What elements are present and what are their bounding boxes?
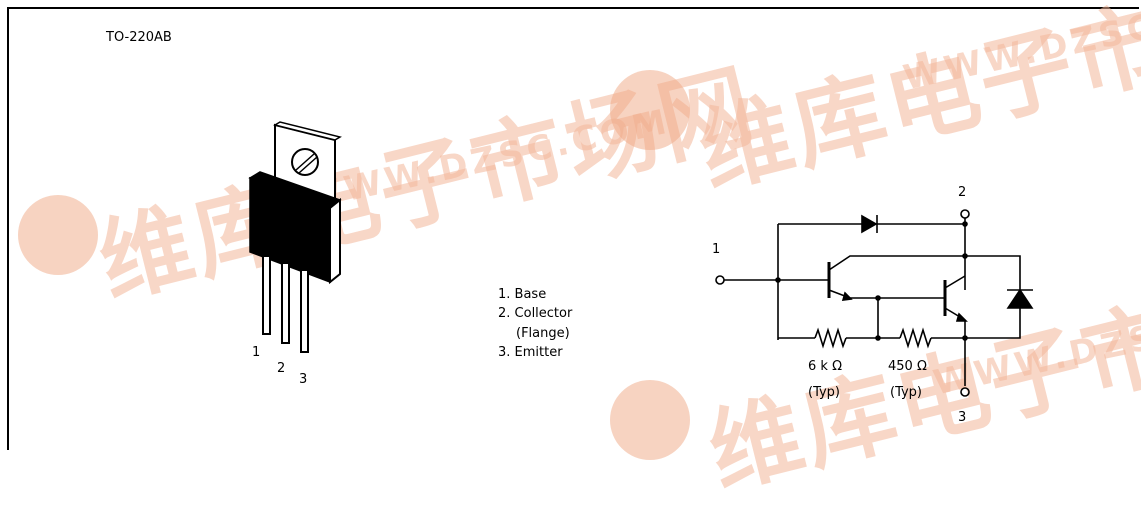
package-pin-number: 2 xyxy=(277,361,285,376)
pin-list-item: 3. Emitter xyxy=(498,345,563,360)
package-pin-number: 3 xyxy=(299,372,307,387)
r1-symbol xyxy=(814,327,847,349)
base-node-label: 1 xyxy=(712,242,720,257)
emitter-node-label: 3 xyxy=(958,410,966,425)
base-terminal xyxy=(715,275,725,285)
r2-symbol xyxy=(899,327,932,349)
pin-list-item: (Flange) xyxy=(516,326,570,341)
to220-package-drawing xyxy=(248,121,342,353)
collector-terminal xyxy=(960,209,970,219)
package-label: TO-220AB xyxy=(106,30,172,45)
r2-value-label: 450 Ω xyxy=(888,359,927,374)
package-lead xyxy=(281,262,290,344)
freewheel-diode-symbol xyxy=(1006,288,1034,309)
diode-symbol xyxy=(861,214,878,234)
diagram-canvas: 1 2 3 xyxy=(248,121,1034,425)
pin-list-item: 1. Base xyxy=(498,287,547,302)
r2-note-label: (Typ) xyxy=(890,385,922,400)
package-pin-number: 1 xyxy=(252,345,260,360)
package-lead xyxy=(262,255,271,335)
mounting-hole xyxy=(291,148,319,176)
emitter-terminal xyxy=(960,387,970,397)
diagram-frame xyxy=(7,7,1139,450)
darlington-schematic xyxy=(715,209,1034,397)
pin-list-item: 2. Collector xyxy=(498,306,573,321)
package-lead xyxy=(300,269,309,353)
r1-note-label: (Typ) xyxy=(808,385,840,400)
r1-value-label: 6 k Ω xyxy=(808,359,842,374)
collector-node-label: 2 xyxy=(958,185,966,200)
